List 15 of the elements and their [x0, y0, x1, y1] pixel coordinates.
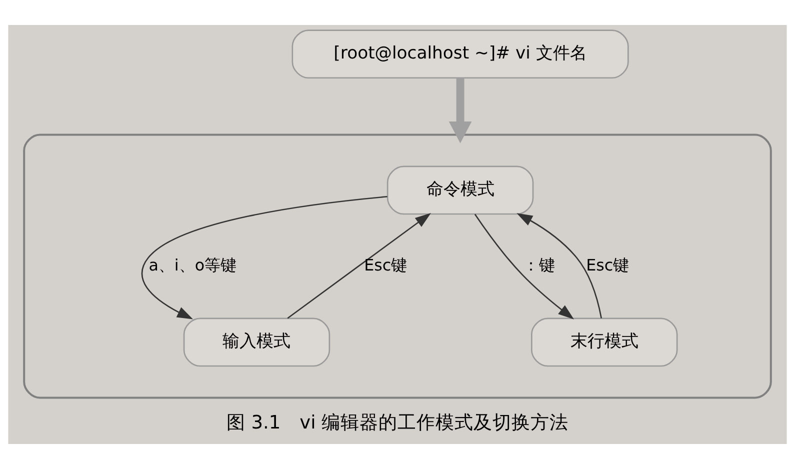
edge-label: ：键 [522, 254, 555, 274]
node-box: 输入模式 [183, 317, 330, 366]
arrow [448, 78, 472, 143]
arrow [516, 212, 602, 318]
node-box: [root@localhost ~]# vi 文件名 [292, 29, 629, 78]
node-box: 命令模式 [386, 165, 534, 214]
node-box: 末行模式 [531, 317, 678, 366]
edge-label: a、i、o等键 [148, 254, 237, 274]
arrow [142, 195, 388, 319]
cluster [23, 133, 772, 398]
edge-label: Esc键 [586, 254, 630, 274]
arrow [287, 212, 431, 318]
edge-label: Esc键 [364, 254, 408, 274]
caption: 图 3.1 vi 编辑器的工作模式及切换方法 [226, 412, 569, 433]
arrow [474, 213, 574, 319]
